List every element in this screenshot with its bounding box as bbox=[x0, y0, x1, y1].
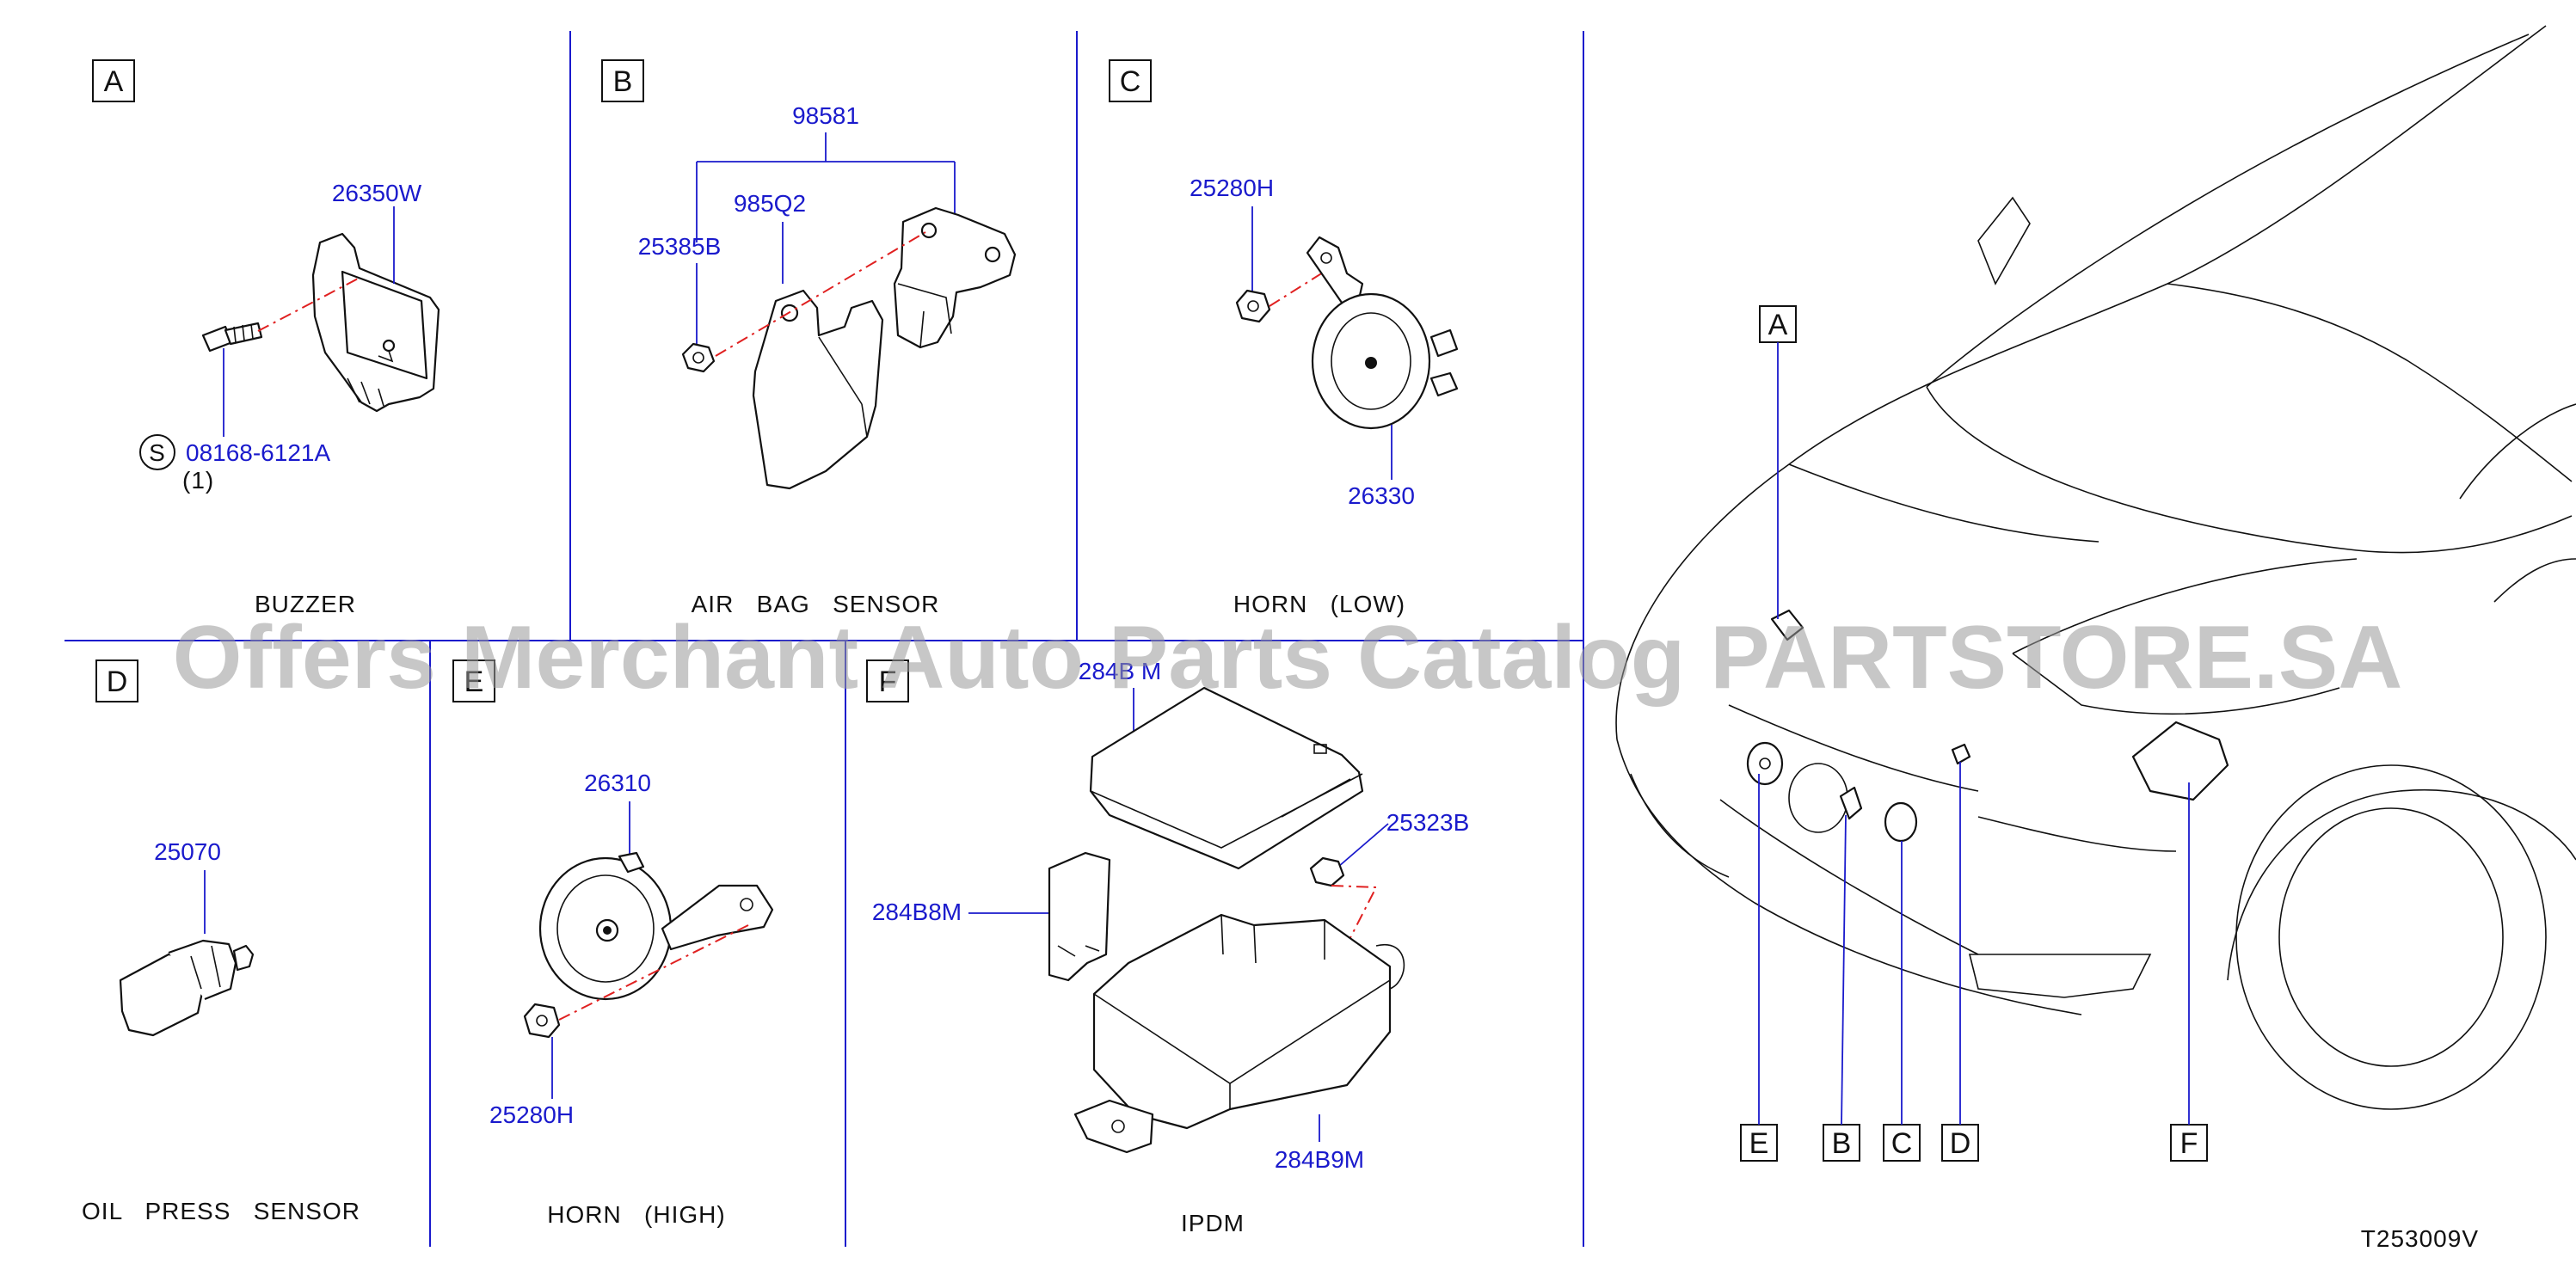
caption-horn-high: HORN (HIGH) bbox=[547, 1201, 725, 1228]
part-number-25323b[interactable]: 25323B bbox=[1386, 809, 1470, 836]
airbag-sensor-bracket[interactable] bbox=[752, 289, 884, 490]
panel-d: D 25070 OIL PRESS SENSOR bbox=[82, 659, 360, 1224]
ipdm-base[interactable] bbox=[1073, 913, 1405, 1154]
horn-low-nut[interactable] bbox=[1235, 289, 1271, 323]
callout-d: D bbox=[1950, 1127, 1971, 1160]
leader-98581 bbox=[696, 132, 956, 242]
part-number-284b8m[interactable]: 284B8M bbox=[872, 899, 962, 925]
callout-a: A bbox=[1768, 309, 1788, 341]
panel-e-letter: E bbox=[464, 666, 484, 698]
callout-c: C bbox=[1891, 1127, 1913, 1160]
caption-horn-low: HORN (LOW) bbox=[1233, 591, 1405, 617]
standard-part-symbol-letter: S bbox=[149, 439, 166, 466]
part-number-25280h-low[interactable]: 25280H bbox=[1190, 175, 1274, 201]
part-number-284b9m[interactable]: 284B9M bbox=[1275, 1146, 1364, 1173]
airbag-nut[interactable] bbox=[681, 342, 716, 373]
panel-c-letter-box bbox=[1109, 59, 1152, 102]
horn-low-dash-line bbox=[1269, 267, 1331, 307]
horn-high-nut[interactable] bbox=[523, 1003, 561, 1039]
watermark-text: Offers Merchant Auto Parts Catalog PARTS… bbox=[173, 608, 2403, 708]
panel-a-letter: A bbox=[104, 65, 124, 98]
caption-buzzer: BUZZER bbox=[255, 591, 356, 617]
panel-c-letter: C bbox=[1120, 65, 1141, 98]
caption-ipdm: IPDM bbox=[1181, 1210, 1245, 1236]
panel-d-letter-box bbox=[95, 659, 138, 702]
panel-f-letter-box bbox=[866, 659, 909, 702]
part-number-284bm[interactable]: 284B M bbox=[1079, 658, 1162, 684]
panel-b: B 98581 985Q2 25385B AIR BAG SENSOR bbox=[601, 59, 1017, 617]
part-number-25070[interactable]: 25070 bbox=[154, 838, 221, 865]
ipdm-dash-line bbox=[1331, 885, 1378, 960]
vehicle-ipdm bbox=[2131, 721, 2229, 801]
horn-high-dash-line bbox=[558, 924, 749, 1021]
vehicle-airbag-sensor bbox=[1839, 786, 1863, 820]
panel-dividers bbox=[65, 31, 1584, 1247]
callout-f: F bbox=[2180, 1127, 2198, 1160]
callout-b: B bbox=[1832, 1127, 1852, 1160]
vehicle-horn-low bbox=[1884, 801, 1918, 843]
airbag-sensor-unit[interactable] bbox=[893, 206, 1017, 349]
panel-a-letter-box bbox=[92, 59, 135, 102]
vehicle-outline bbox=[1615, 25, 2576, 1110]
ipdm-bracket[interactable] bbox=[1048, 851, 1111, 982]
vehicle-overview: A E B C D F bbox=[1615, 25, 2576, 1162]
oil-pressure-sensor-part[interactable] bbox=[119, 939, 255, 1037]
drawing-code: T253009V bbox=[2361, 1225, 2479, 1252]
panel-e: E 26310 25280H HORN (HIGH) bbox=[452, 659, 774, 1228]
buzzer-dash-line bbox=[257, 276, 362, 332]
panel-c: C 25280H 26330 HORN (LOW) bbox=[1109, 59, 1459, 617]
horn-low-part[interactable] bbox=[1306, 236, 1459, 430]
quantity-label: (1) bbox=[182, 467, 214, 494]
ipdm-cover[interactable] bbox=[1089, 686, 1364, 870]
vehicle-buzzer bbox=[1770, 609, 1804, 641]
callout-e: E bbox=[1749, 1127, 1769, 1160]
panel-f: F 284B M 25323B 284B8M 284B bbox=[866, 658, 1470, 1236]
vehicle-callouts: A E B C D F bbox=[1740, 305, 2208, 1162]
panel-b-letter: B bbox=[613, 65, 633, 98]
part-number-98581[interactable]: 98581 bbox=[792, 102, 859, 129]
part-number-26310[interactable]: 26310 bbox=[584, 770, 651, 796]
part-number-26350w[interactable]: 26350W bbox=[332, 180, 422, 206]
part-number-985q2[interactable]: 985Q2 bbox=[734, 190, 806, 217]
ipdm-clip[interactable] bbox=[1309, 856, 1345, 887]
part-number-08168-6121a[interactable]: 08168-6121A bbox=[186, 439, 330, 466]
part-number-26330[interactable]: 26330 bbox=[1348, 482, 1415, 509]
horn-high-part[interactable] bbox=[538, 851, 774, 1001]
panel-d-letter: D bbox=[107, 666, 128, 698]
leader-25323b bbox=[1337, 823, 1389, 868]
panel-f-letter: F bbox=[879, 666, 897, 698]
caption-oil-press-sensor: OIL PRESS SENSOR bbox=[82, 1198, 360, 1224]
panel-a: A 26350W S 08168-6121A (1) BUZZER bbox=[92, 59, 440, 617]
caption-air-bag-sensor: AIR BAG SENSOR bbox=[692, 591, 940, 617]
panel-e-letter-box bbox=[452, 659, 495, 702]
buzzer-bolt[interactable] bbox=[201, 322, 263, 353]
vehicle-horn-high bbox=[1746, 741, 1784, 786]
buzzer-part[interactable] bbox=[311, 232, 440, 413]
part-number-25280h-high[interactable]: 25280H bbox=[489, 1101, 574, 1128]
vehicle-oil-sensor bbox=[1951, 743, 1971, 765]
airbag-dash-line bbox=[715, 231, 926, 357]
part-number-25385b[interactable]: 25385B bbox=[638, 233, 722, 260]
vehicle-components bbox=[1746, 609, 2229, 843]
standard-part-symbol bbox=[139, 434, 175, 470]
panel-b-letter-box bbox=[601, 59, 644, 102]
